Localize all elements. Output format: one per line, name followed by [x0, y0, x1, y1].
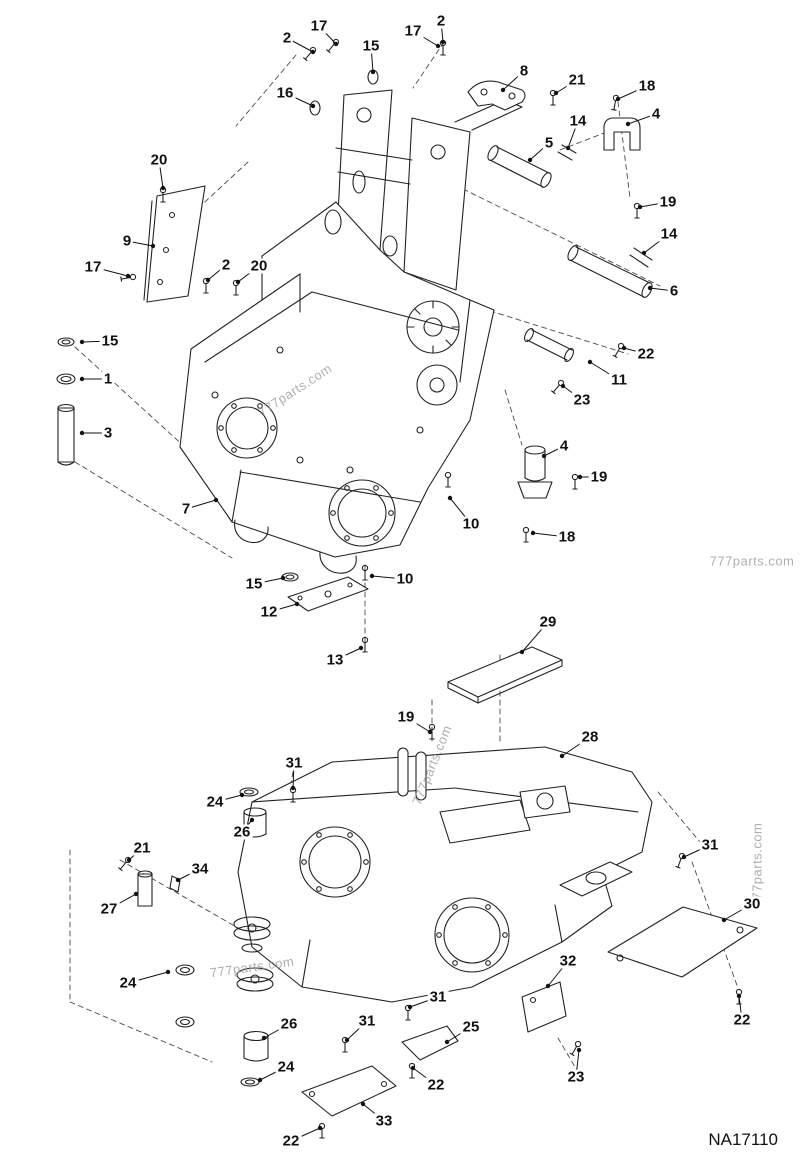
callout-14: 14: [658, 225, 680, 243]
callout-18: 18: [556, 528, 578, 546]
callout-19: 19: [657, 193, 679, 211]
callout-10: 10: [394, 570, 416, 588]
callout-34: 34: [189, 860, 211, 878]
callout-17: 17: [82, 258, 104, 276]
callout-29: 29: [537, 613, 559, 631]
callout-31: 31: [283, 754, 305, 772]
callout-9: 9: [120, 232, 134, 250]
callout-16: 16: [274, 84, 296, 102]
callout-2: 2: [219, 256, 233, 274]
callout-24: 24: [275, 1058, 297, 1076]
callout-28: 28: [579, 728, 601, 746]
callout-21: 21: [131, 839, 153, 857]
lower-frame-assembly: [237, 746, 653, 1003]
callout-2: 2: [280, 29, 294, 47]
callout-27: 27: [98, 900, 120, 918]
callout-22: 22: [425, 1076, 447, 1094]
callout-17: 17: [308, 17, 330, 35]
callout-15: 15: [243, 575, 265, 593]
callout-8: 8: [517, 62, 531, 80]
callout-20: 20: [148, 151, 170, 169]
callout-31: 31: [356, 1012, 378, 1030]
callout-31: 31: [699, 836, 721, 854]
callout-18: 18: [636, 77, 658, 95]
callout-2: 2: [434, 12, 448, 30]
callout-23: 23: [571, 391, 593, 409]
callout-10: 10: [460, 515, 482, 533]
callout-17: 17: [402, 22, 424, 40]
callout-21: 21: [566, 71, 588, 89]
callout-14: 14: [567, 112, 589, 130]
callout-30: 30: [741, 895, 763, 913]
callout-19: 19: [395, 708, 417, 726]
callout-11: 11: [609, 371, 629, 389]
callout-23: 23: [565, 1068, 587, 1086]
callout-1: 1: [101, 370, 115, 388]
callout-5: 5: [542, 134, 556, 152]
watermark-text: 777parts.com: [709, 553, 795, 569]
callout-26: 26: [231, 823, 253, 841]
callout-22: 22: [731, 1011, 753, 1029]
callout-12: 12: [258, 603, 280, 621]
callout-22: 22: [280, 1132, 302, 1150]
callout-22: 22: [635, 345, 657, 363]
drawing-number: NA17110: [708, 1130, 778, 1149]
loose-parts-lower: [137, 646, 758, 1117]
callout-15: 15: [99, 332, 121, 350]
callout-4: 4: [649, 105, 663, 123]
callout-3: 3: [101, 424, 115, 442]
callout-32: 32: [557, 952, 579, 970]
callout-26: 26: [278, 1015, 300, 1033]
callout-7: 7: [179, 500, 193, 518]
callout-24: 24: [117, 974, 139, 992]
callout-6: 6: [667, 282, 681, 300]
callout-19: 19: [588, 468, 610, 486]
callout-15: 15: [360, 37, 382, 55]
callout-13: 13: [324, 651, 346, 669]
callout-4: 4: [557, 437, 571, 455]
callout-20: 20: [248, 257, 270, 275]
upper-frame-assembly: [179, 89, 523, 574]
callout-31: 31: [427, 988, 449, 1006]
callout-33: 33: [373, 1112, 395, 1130]
callout-24: 24: [204, 793, 226, 811]
callout-25: 25: [460, 1018, 482, 1036]
